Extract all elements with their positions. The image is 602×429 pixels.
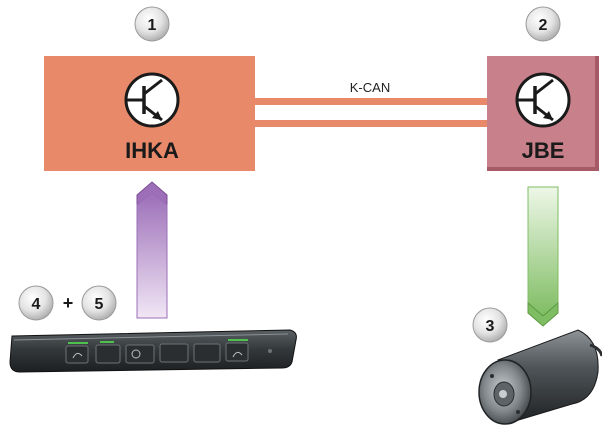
badge-1: 1 (134, 6, 170, 42)
panel-buttons (65, 339, 272, 364)
badge-4: 4 (18, 285, 54, 321)
ihka-label: IHKA (125, 138, 179, 163)
transistor-icon (515, 72, 571, 128)
badge-2-number: 2 (539, 17, 548, 34)
badge-2: 2 (525, 6, 561, 42)
k-can-line-top (250, 98, 490, 105)
badge-5: 5 (81, 285, 117, 321)
k-can-line-bottom (250, 120, 490, 127)
k-can-label: K-CAN (350, 80, 390, 95)
green-arrow (527, 186, 559, 327)
badge-1-number: 1 (148, 17, 157, 34)
badge-3: 3 (472, 307, 508, 343)
motor-icon (478, 329, 602, 425)
control-panel-icon (9, 329, 297, 373)
badge-4-number: 4 (32, 296, 41, 313)
transistor-icon (124, 72, 180, 128)
jbe-module: JBE (487, 56, 599, 171)
ihka-module: IHKA (44, 56, 255, 171)
plus-sign: + (63, 293, 74, 313)
badge-5-number: 5 (95, 296, 104, 313)
badge-3-number: 3 (486, 318, 495, 335)
jbe-label: JBE (522, 138, 565, 163)
purple-arrow (136, 181, 168, 319)
k-can-bus: K-CAN (250, 80, 490, 127)
